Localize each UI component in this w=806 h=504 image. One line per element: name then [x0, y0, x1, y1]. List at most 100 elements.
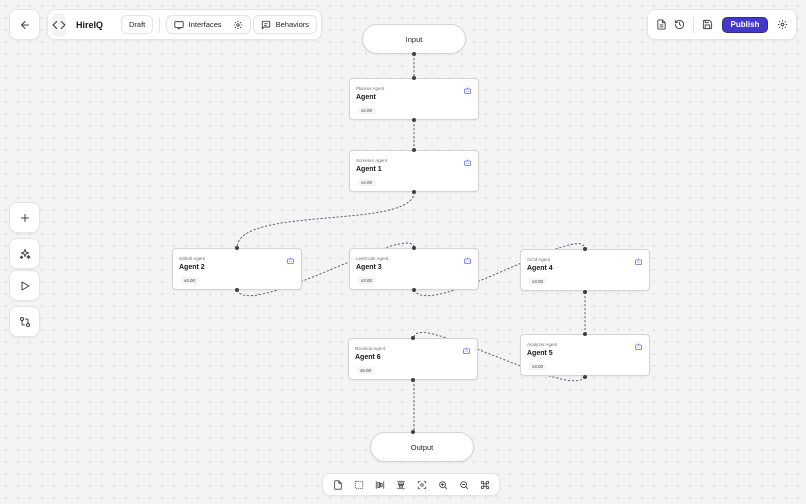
handle-screener-in[interactable] — [412, 148, 416, 152]
node-version-badge: v5.00 — [357, 367, 375, 374]
handle-leetcode-in[interactable] — [412, 246, 416, 250]
bot-icon — [464, 87, 471, 94]
align-horizontal-icon — [375, 480, 384, 489]
agent-node-leetcode[interactable]: LeetCode Agent Agent 3 v3.00 — [349, 248, 479, 290]
zoom-in-button[interactable] — [434, 476, 452, 494]
agent-node-planner[interactable]: Planner Agent Agent v2.00 — [349, 78, 479, 120]
bot-icon — [635, 343, 642, 350]
node-name-label: Agent 1 — [356, 166, 382, 173]
arrow-left-icon — [20, 20, 29, 29]
node-name-label: Agent 6 — [355, 354, 381, 361]
node-version-badge: v3.00 — [529, 278, 547, 285]
edge-screener-github — [236, 191, 415, 249]
plus-icon — [20, 213, 29, 222]
history-button[interactable] — [672, 14, 689, 36]
interfaces-label: Interfaces — [188, 20, 222, 29]
header-toolbar: HireIQ Draft Interfaces Behaviors — [47, 9, 322, 40]
handle-planner-out[interactable] — [412, 118, 416, 122]
node-type-label: LeetCode Agent — [356, 256, 389, 261]
git-compare-icon — [19, 316, 30, 327]
node-name-label: Agent 3 — [356, 264, 382, 271]
code-view-button[interactable] — [52, 12, 66, 37]
behaviors-button[interactable]: Behaviors — [252, 15, 317, 34]
agent-node-github[interactable]: Github Agent Agent 2 v4.00 — [172, 248, 302, 290]
agent-node-cicd[interactable]: Ci/cd Agent Agent 4 v3.00 — [520, 249, 650, 291]
settings-button[interactable] — [774, 14, 791, 36]
align-horizontal-button[interactable] — [371, 476, 389, 494]
bot-icon — [463, 347, 470, 354]
app-name: HireIQ — [76, 19, 104, 30]
publish-button[interactable]: Publish — [721, 16, 769, 33]
handle-leetcode-out[interactable] — [412, 288, 416, 292]
status-badge: Draft — [121, 15, 154, 34]
command-icon — [480, 480, 489, 489]
divider — [693, 16, 694, 33]
node-type-label: Github Agent — [179, 256, 206, 261]
monitor-icon — [174, 20, 184, 29]
focus-icon — [417, 480, 426, 489]
select-button[interactable] — [350, 476, 368, 494]
handle-github-in[interactable] — [235, 246, 239, 250]
node-type-label: Planner Agent — [356, 86, 385, 91]
save-icon — [702, 19, 712, 30]
node-version-badge: v3.00 — [529, 363, 547, 370]
node-name-label: Agent 5 — [527, 350, 553, 357]
shortcuts-button[interactable] — [476, 476, 494, 494]
node-type-label: Ci/cd Agent — [527, 257, 551, 262]
input-node-label: Input — [405, 34, 423, 44]
new-file-button[interactable] — [329, 476, 347, 494]
align-vertical-icon — [396, 480, 405, 489]
handle-github-out[interactable] — [235, 288, 239, 292]
node-version-badge: v2.00 — [358, 107, 376, 114]
node-version-badge: v3.00 — [358, 277, 376, 284]
behaviors-label: Behaviors — [275, 20, 309, 29]
agent-node-analyzer[interactable]: Analyzer Agent Agent 5 v3.00 — [520, 334, 650, 376]
agent-node-decision[interactable]: Decision Agent Agent 6 v5.00 — [348, 338, 478, 380]
interfaces-button[interactable]: Interfaces — [165, 15, 251, 34]
gear-icon[interactable] — [233, 20, 243, 30]
message-square-icon — [261, 20, 270, 30]
handle-decision-in[interactable] — [411, 336, 415, 340]
canvas-toolbar — [322, 473, 500, 496]
zoom-out-button[interactable] — [455, 476, 473, 494]
sparkles-icon — [19, 248, 30, 259]
handle-input-out[interactable] — [412, 52, 416, 56]
save-button[interactable] — [699, 14, 716, 36]
header-actions: Publish — [647, 9, 797, 40]
output-node[interactable]: Output — [370, 432, 474, 462]
handle-analyzer-out[interactable] — [583, 375, 587, 379]
play-icon — [21, 281, 29, 290]
node-type-label: Analyzer Agent — [527, 342, 558, 347]
file-icon — [333, 479, 342, 490]
handle-planner-in[interactable] — [412, 76, 416, 80]
document-button[interactable] — [653, 14, 670, 36]
handle-cicd-out[interactable] — [583, 290, 587, 294]
handle-decision-out[interactable] — [411, 378, 415, 382]
output-node-label: Output — [410, 442, 434, 452]
node-name-label: Agent 4 — [527, 265, 553, 272]
handle-cicd-in[interactable] — [583, 247, 587, 251]
git-compare-button[interactable] — [9, 306, 40, 337]
node-version-badge: v4.00 — [358, 179, 376, 186]
run-button[interactable] — [9, 270, 40, 301]
select-icon — [354, 480, 363, 489]
ai-assist-button[interactable] — [9, 238, 40, 269]
handle-output-in[interactable] — [411, 430, 415, 434]
zoom-in-icon — [438, 480, 447, 489]
bot-icon — [464, 159, 471, 166]
input-node[interactable]: Input — [362, 24, 466, 54]
handle-screener-out[interactable] — [412, 190, 416, 194]
fit-view-button[interactable] — [413, 476, 431, 494]
back-button[interactable] — [9, 9, 40, 40]
bot-icon — [287, 257, 294, 264]
node-version-badge: v4.00 — [181, 277, 199, 284]
agent-node-screener[interactable]: Screener Agent Agent 1 v4.00 — [349, 150, 479, 192]
align-vertical-button[interactable] — [392, 476, 410, 494]
node-type-label: Decision Agent — [355, 346, 386, 351]
node-type-label: Screener Agent — [356, 158, 388, 163]
node-name-label: Agent 2 — [179, 264, 205, 271]
add-node-button[interactable] — [9, 202, 40, 233]
handle-analyzer-in[interactable] — [583, 332, 587, 336]
bot-icon — [464, 257, 471, 264]
node-name-label: Agent — [356, 94, 376, 101]
